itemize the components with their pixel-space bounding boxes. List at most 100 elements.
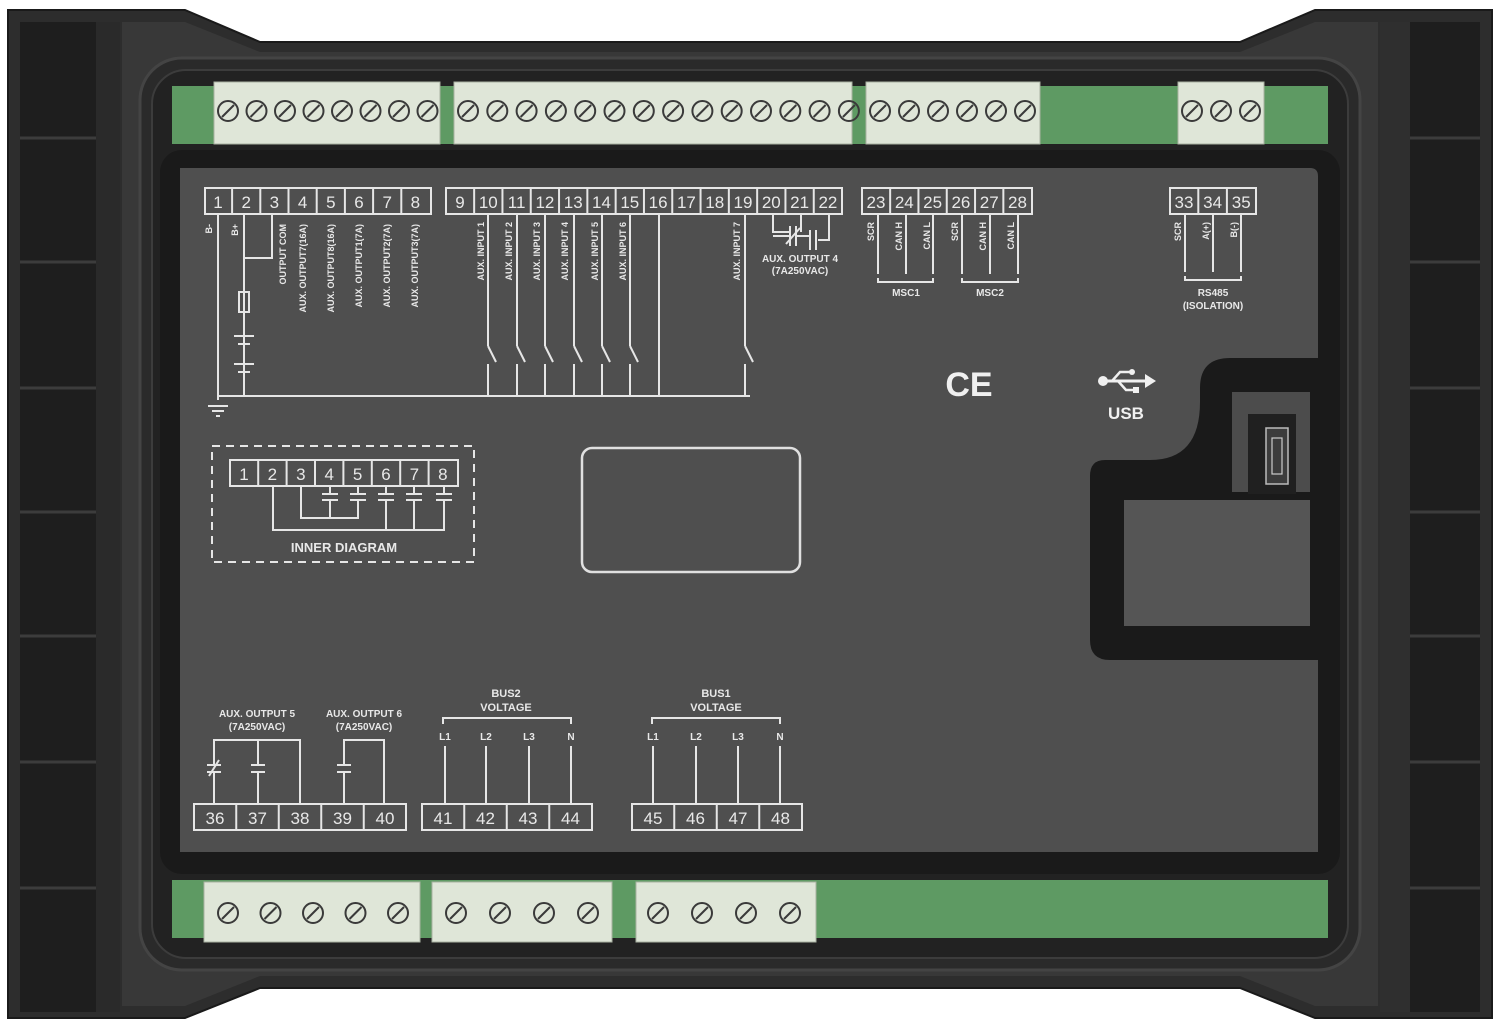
terminal-number: 9 xyxy=(455,193,464,212)
terminal-number: 18 xyxy=(705,193,724,212)
bottom-terminal-block-45-48[interactable] xyxy=(635,881,817,943)
bus2-voltage-label: VOLTAGE xyxy=(480,702,532,714)
terminal-label: AUX. INPUT 4 xyxy=(560,222,570,281)
top-terminal-block-9-22[interactable] xyxy=(453,81,860,145)
terminal-screw-icon[interactable] xyxy=(445,902,467,924)
top-terminal-block-33-35[interactable] xyxy=(1177,81,1265,145)
terminal-screw-icon[interactable] xyxy=(632,100,655,122)
terminal-number: 2 xyxy=(268,465,277,484)
bus1-voltage-label: VOLTAGE xyxy=(690,702,742,714)
terminal-number: 37 xyxy=(248,809,267,828)
terminal-screw-icon[interactable] xyxy=(302,100,325,122)
terminal-screw-icon[interactable] xyxy=(533,902,555,924)
terminal-label: SCR xyxy=(950,222,960,242)
terminal-label: CAN L xyxy=(1006,222,1016,250)
terminal-screw-icon[interactable] xyxy=(985,100,1007,122)
terminal-screw-icon[interactable] xyxy=(1014,100,1036,122)
terminal-screw-icon[interactable] xyxy=(245,100,268,122)
terminal-number: 15 xyxy=(620,193,639,212)
terminal-number: 25 xyxy=(923,193,942,212)
terminal-screw-icon[interactable] xyxy=(869,100,891,122)
mini-usb-port[interactable] xyxy=(1265,427,1289,485)
terminal-screw-icon[interactable] xyxy=(486,100,509,122)
terminal-screw-icon[interactable] xyxy=(416,100,439,122)
terminal-screw-icon[interactable] xyxy=(359,100,382,122)
terminal-screw-icon[interactable] xyxy=(577,902,599,924)
terminal-number: 6 xyxy=(354,193,363,212)
terminal-number: 33 xyxy=(1175,193,1194,212)
display-cutout xyxy=(580,446,802,574)
terminal-label: AUX. OUTPUT8(16A) xyxy=(326,224,336,313)
terminal-screw-icon[interactable] xyxy=(779,902,801,924)
terminal-screw-icon[interactable] xyxy=(691,100,714,122)
terminal-number: 28 xyxy=(1008,193,1027,212)
terminal-screw-icon[interactable] xyxy=(302,902,324,924)
terminal-screw-icon[interactable] xyxy=(779,100,802,122)
terminal-label: SCR xyxy=(1173,222,1183,242)
terminal-number: 36 xyxy=(206,809,225,828)
terminal-number: 11 xyxy=(508,193,526,212)
terminal-screw-icon[interactable] xyxy=(898,100,920,122)
aux-output4-label: AUX. OUTPUT 4 xyxy=(762,254,839,265)
top-terminal-block-1-8[interactable] xyxy=(213,81,441,145)
terminal-label: B+ xyxy=(230,224,240,236)
terminal-number: 4 xyxy=(298,193,307,212)
terminal-number: 12 xyxy=(535,193,554,212)
terminal-screw-icon[interactable] xyxy=(515,100,538,122)
terminal-screw-icon[interactable] xyxy=(735,902,757,924)
aux-output5-label: AUX. OUTPUT 5 xyxy=(219,709,296,720)
terminal-label: AUX. INPUT 1 xyxy=(476,222,486,281)
terminal-group-36-40: AUX. OUTPUT 5 (7A250VAC) AUX. OUTPUT 6 (… xyxy=(193,709,407,831)
terminal-number: 26 xyxy=(951,193,970,212)
terminal-label: CAN H xyxy=(978,222,988,251)
terminal-screw-icon[interactable] xyxy=(837,100,860,122)
terminal-number: 34 xyxy=(1203,193,1222,212)
bus2-label: BUS2 xyxy=(491,688,520,700)
terminal-screw-icon[interactable] xyxy=(387,902,409,924)
terminal-screw-icon[interactable] xyxy=(344,902,367,924)
terminal-screw-icon[interactable] xyxy=(720,100,743,122)
terminal-number: 23 xyxy=(867,193,886,212)
terminal-screw-icon[interactable] xyxy=(662,100,685,122)
terminal-number: 1 xyxy=(213,193,222,212)
terminal-number: 46 xyxy=(686,809,705,828)
terminal-screw-icon[interactable] xyxy=(217,902,239,924)
terminal-screw-icon[interactable] xyxy=(489,902,511,924)
terminal-number: 47 xyxy=(729,809,748,828)
terminal-screw-icon[interactable] xyxy=(217,100,239,122)
terminal-screw-icon[interactable] xyxy=(1181,100,1203,122)
terminal-screw-icon[interactable] xyxy=(927,100,949,122)
msc1-label: MSC1 xyxy=(892,288,920,299)
terminal-label: B(-) xyxy=(1229,222,1239,238)
terminal-screw-icon[interactable] xyxy=(457,100,479,122)
terminal-number: 3 xyxy=(270,193,279,212)
terminal-screw-icon[interactable] xyxy=(691,902,713,924)
terminal-number: 40 xyxy=(376,809,395,828)
usb-label: USB xyxy=(1108,404,1144,423)
terminal-screw-icon[interactable] xyxy=(647,902,669,924)
terminal-screw-icon[interactable] xyxy=(574,100,597,122)
top-terminal-block-23-28[interactable] xyxy=(865,81,1041,145)
terminal-screw-icon[interactable] xyxy=(1210,100,1232,122)
terminal-screw-icon[interactable] xyxy=(544,100,567,122)
terminal-number: 4 xyxy=(324,465,333,484)
ce-mark: CE xyxy=(945,366,992,404)
terminal-screw-icon[interactable] xyxy=(603,100,626,122)
terminal-screw-icon[interactable] xyxy=(388,100,410,122)
inner-diagram-title: INNER DIAGRAM xyxy=(291,540,397,555)
terminal-screw-icon[interactable] xyxy=(808,100,831,122)
terminal-screw-icon[interactable] xyxy=(331,100,353,122)
terminal-number: 24 xyxy=(895,193,914,212)
bottom-terminal-block-36-40[interactable] xyxy=(203,881,421,943)
bottom-terminal-block-41-44[interactable] xyxy=(431,881,613,943)
terminal-number: 20 xyxy=(762,193,781,212)
terminal-screw-icon[interactable] xyxy=(274,100,296,122)
terminal-screw-icon[interactable] xyxy=(750,100,772,122)
terminal-screw-icon[interactable] xyxy=(1239,100,1261,122)
terminal-screw-icon[interactable] xyxy=(956,100,978,122)
terminal-screw-icon[interactable] xyxy=(259,902,282,924)
terminal-label: AUX. OUTPUT7(16A) xyxy=(298,224,308,313)
ce-mark-text: CE xyxy=(945,366,992,404)
